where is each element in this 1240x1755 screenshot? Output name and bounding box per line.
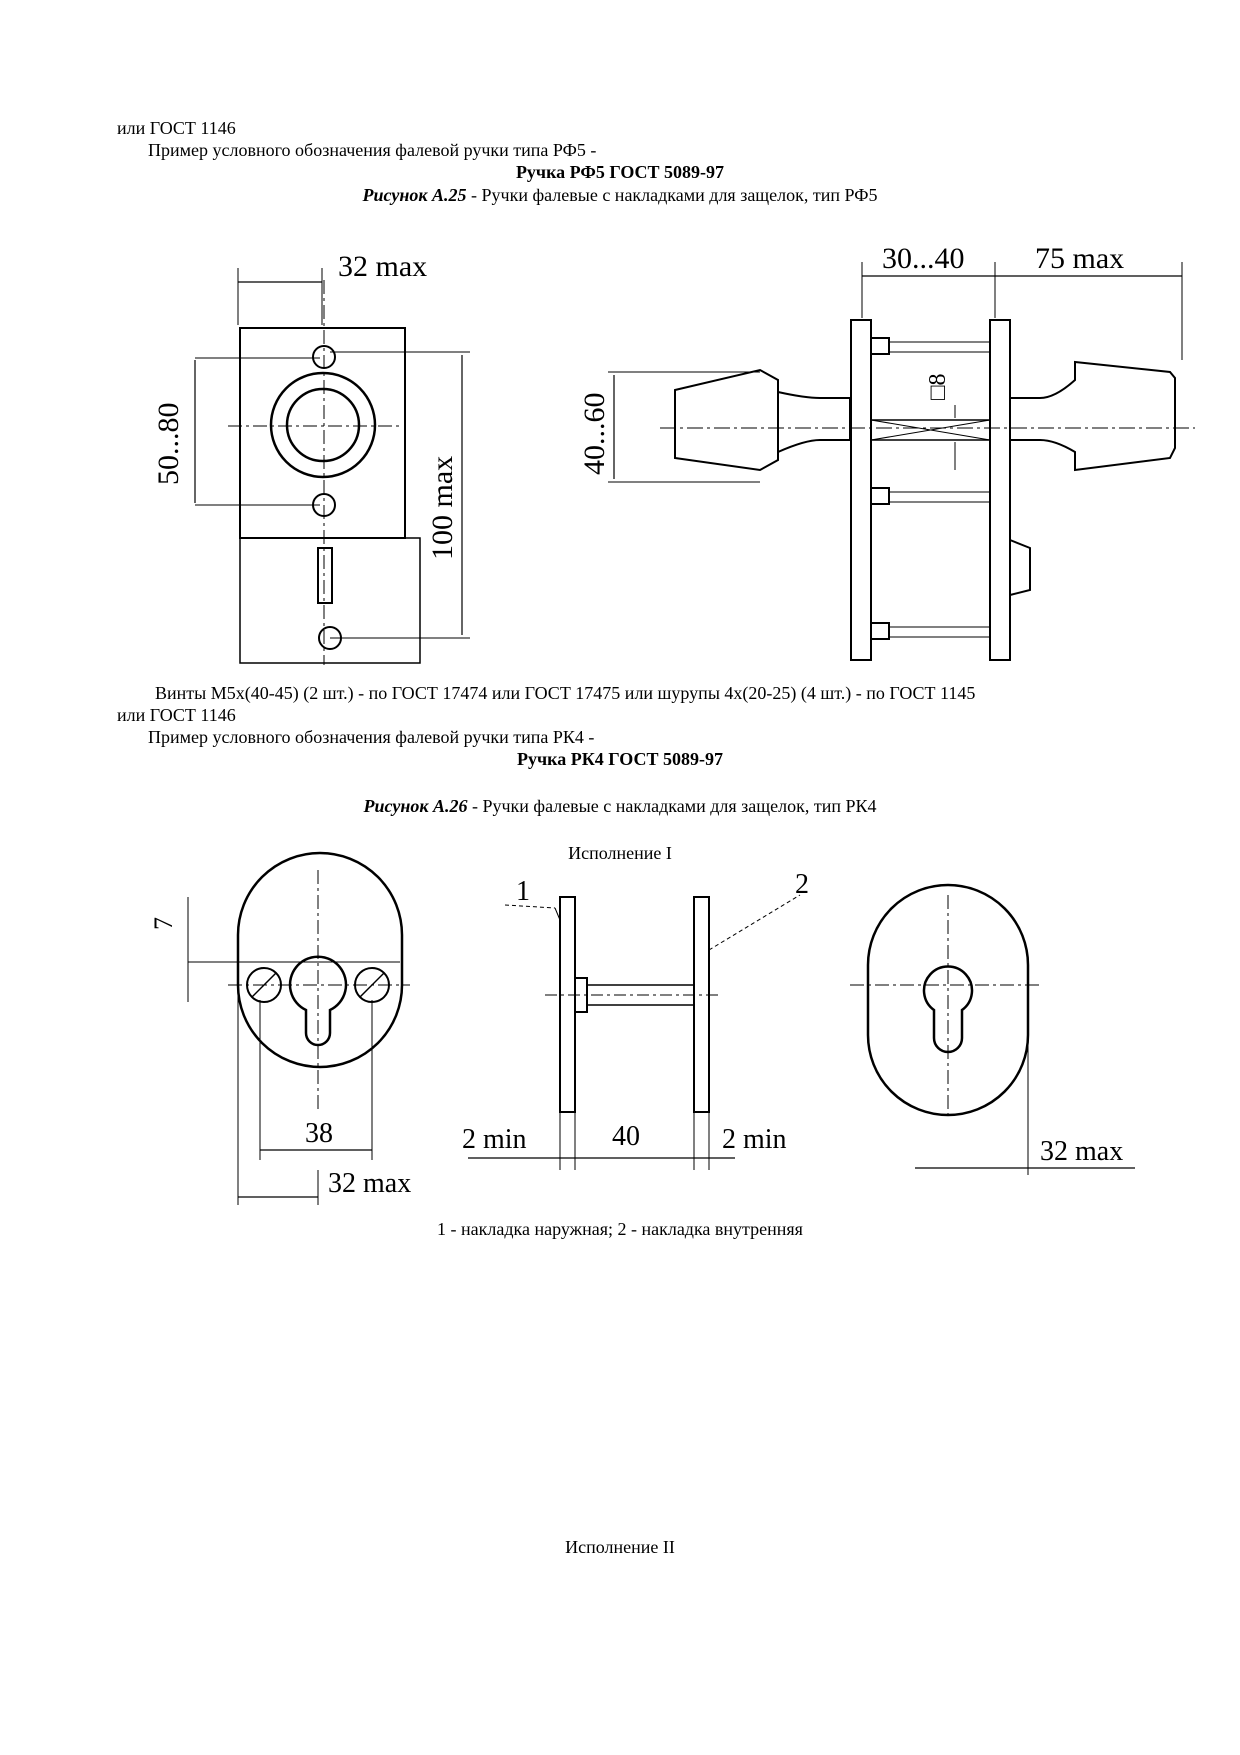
designation: Ручка РФ5 ГОСТ 5089-97 [515, 162, 725, 182]
designation: Ручка РК4 ГОСТ 5089-97 [516, 749, 723, 769]
lower-plate [239, 537, 421, 664]
example-text: Пример условного обозначения фалевой руч… [148, 727, 595, 747]
figure-a26-drawing: 7 38 32 max 1 2 2 min 40 2 min 32 max [149, 851, 1135, 1205]
legend: 1 - накладка наружная; 2 - накладка внут… [437, 1219, 803, 1239]
rosette-inner [285, 387, 361, 463]
dim-knob-dia: 40...60 [578, 393, 611, 476]
latch-slot [317, 547, 333, 604]
inner-plate [989, 319, 1011, 661]
example-text: Пример условного обозначения фалевой руч… [148, 140, 597, 160]
dim-square: □8 [925, 374, 951, 401]
text-line: или ГОСТ 1146 [117, 705, 236, 725]
figure-caption-a26: Рисунок А.26 - Ручки фалевые с накладкам… [0, 795, 1240, 817]
dim-knob-len: 75 max [1035, 242, 1124, 275]
caption-text: - Ручки фалевые с накладками для защелок… [466, 185, 878, 205]
screws-text: Винты М5х(40-45) (2 шт.) - по ГОСТ 17474… [155, 683, 976, 703]
dim-door: 30...40 [882, 242, 965, 275]
caption-text: - Ручки фалевые с накладками для защелок… [467, 796, 877, 816]
dim-width-left: 32 max [328, 1168, 411, 1199]
knob-left [674, 368, 779, 472]
inner-plate [693, 896, 710, 1113]
text-line: или ГОСТ 1146 [117, 118, 236, 138]
variant-title: Исполнение I [568, 843, 672, 863]
dim-offset: 7 [149, 917, 178, 930]
dim-hole-span: 50...80 [152, 403, 185, 486]
label-inner-plate: 2 [795, 869, 809, 900]
label-outer-plate: 1 [516, 876, 530, 907]
rosette-outer [269, 371, 377, 479]
dim-width: 32 max [338, 250, 427, 283]
screw-hole [246, 967, 282, 1003]
dim-door: 40 [612, 1121, 640, 1152]
caption-label: Рисунок А.25 [362, 185, 467, 205]
knob-right [1010, 360, 1176, 472]
figure-caption-a25: Рисунок А.25 - Ручки фалевые с накладкам… [0, 184, 1240, 206]
plate-outer-view [236, 851, 404, 1069]
figure-a25-drawing: 32 max 50...80 100 max 30...40 75 max 40… [152, 242, 1195, 665]
dim-min-right: 2 min [722, 1124, 787, 1155]
caption-label: Рисунок А.26 [363, 796, 468, 816]
dim-hole-span: 38 [305, 1118, 333, 1149]
cylinder-cutout [288, 955, 348, 1047]
outer-plate [559, 896, 576, 1113]
dim-width-right: 32 max [1040, 1136, 1123, 1167]
cylinder-cutout [922, 965, 974, 1054]
variant-title: Исполнение II [565, 1537, 675, 1557]
dim-height: 100 max [426, 456, 459, 560]
plate-inner-view [866, 883, 1030, 1117]
screw-hole [312, 345, 336, 369]
dim-min-left: 2 min [462, 1124, 527, 1155]
